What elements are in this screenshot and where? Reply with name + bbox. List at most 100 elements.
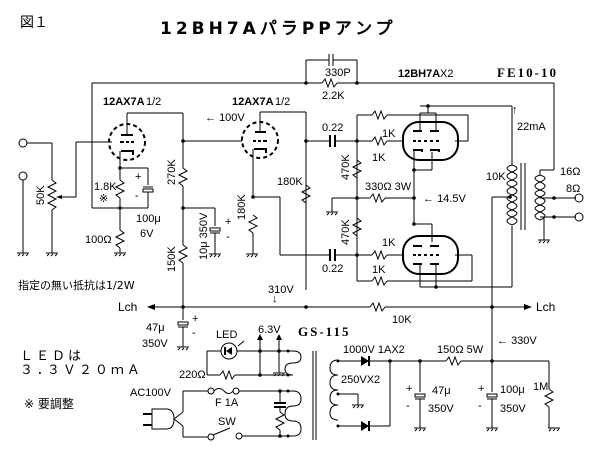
ground-icon: [114, 252, 126, 257]
plus-sign: +: [478, 383, 484, 395]
rp1-resistor: [177, 167, 189, 187]
rk1b-resistor: [114, 229, 126, 249]
nfb-res-label: 2.2K: [322, 90, 345, 102]
cdec-label: 10μ 350V: [198, 212, 210, 260]
nfb-resistor: [321, 77, 338, 89]
v1-tube-suffix: 1/2: [146, 96, 161, 108]
secondary-winding: [329, 359, 339, 421]
output-stage: 12BH7A X2 ↑ 22mA: [398, 68, 546, 289]
rg1-label: 470K: [340, 154, 352, 180]
output-transformer[interactable]: FE10-10 10K 16Ω 8Ω: [486, 65, 584, 310]
r-led-resistor: [219, 369, 236, 381]
note-resistors: 指定の無い抵抗は1/2W: [18, 278, 135, 292]
heater-winding: [284, 350, 302, 376]
c-lch-capacitor: [177, 321, 189, 326]
arrow-up-icon: [257, 334, 263, 340]
coupling-network: 0.22 0.22 470K 470K 1K 1K: [306, 109, 473, 287]
ground-icon: [46, 252, 58, 257]
speaker-terminal-gnd[interactable]: [574, 212, 584, 222]
c-lch-voltage: 350V: [142, 338, 168, 350]
ac-label: AC100V: [130, 387, 172, 399]
c-f2-capacitor: [486, 393, 498, 398]
rdec-label: 150K: [166, 246, 178, 272]
vol-label: 50K: [35, 185, 47, 205]
lch-right-label: Lch: [536, 300, 555, 314]
ground-icon: [352, 404, 364, 409]
power-switch[interactable]: [212, 427, 231, 436]
switch-label: SW: [218, 416, 236, 428]
ac-plug-icon[interactable]: [143, 408, 184, 430]
input-terminal-hot[interactable]: [18, 138, 28, 148]
rk1-label: 1.8K: [94, 181, 117, 193]
note-led-1: ＬＥＤは: [20, 349, 84, 364]
primary-winding: [284, 390, 302, 437]
ground-icon: [17, 252, 29, 257]
rgs2-label: 1K: [372, 152, 386, 164]
rg2-resistor: [351, 217, 363, 237]
rk-out-label: 330Ω 3W: [365, 181, 412, 193]
diode-label: 1000V 1AX2: [343, 344, 405, 356]
note-led-2: ３.３Ｖ２０ｍＡ: [20, 363, 143, 378]
c-f1-voltage: 350V: [428, 403, 454, 415]
c-f1-capacitor: [414, 393, 426, 398]
rg1-resistor: [351, 159, 363, 179]
volume-pot[interactable]: [46, 179, 58, 211]
ot-model: FE10-10: [497, 65, 558, 80]
ck1-capacitor: [142, 188, 154, 193]
arrow-down-icon: ↓: [272, 293, 278, 305]
output-tube-lower[interactable]: [402, 235, 459, 275]
output-tube-suffix: X2: [440, 68, 453, 80]
rp1-label: 270K: [166, 159, 178, 185]
ground-icon: [414, 427, 426, 432]
ground-icon: [246, 253, 258, 258]
fuse-label: F 1A: [215, 397, 239, 409]
minus-sign: -: [135, 190, 139, 202]
plus-sign: +: [135, 171, 141, 183]
minus-sign: -: [192, 327, 196, 339]
rgs2-resistor: [371, 135, 388, 147]
cathode-voltage: ← 14.5V: [423, 193, 466, 205]
c-f1-label: 47μ: [432, 385, 451, 397]
arrow-left-icon: [147, 304, 155, 310]
r-bleed-resistor: [543, 388, 555, 408]
v1-tube-label: 12AX7A: [103, 96, 145, 108]
output-tube-upper[interactable]: [402, 121, 459, 161]
v1-plate-voltage: ← 100V: [205, 112, 245, 124]
r-led-label: 220Ω: [179, 369, 206, 381]
stage-2: 12AX7A 1/2 180K 180K: [183, 96, 330, 290]
rgs3-label: 1K: [382, 237, 396, 249]
rgs4-resistor: [371, 275, 388, 287]
pt-model: GS-115: [298, 324, 350, 339]
plus-sign: +: [192, 313, 198, 325]
rgs3-resistor: [371, 249, 388, 261]
ground-icon: [548, 427, 560, 432]
ground-icon: [486, 427, 498, 432]
input-terminal-gnd[interactable]: [18, 171, 28, 181]
ground-icon: [326, 211, 338, 216]
ot-8-label: 8Ω: [566, 183, 580, 195]
r-filter-resistor: [445, 355, 462, 367]
fuse[interactable]: [213, 388, 234, 394]
rk1-mark: ※: [99, 193, 108, 205]
plate-current: 22mA: [517, 121, 546, 133]
nfb-network: 330P 2.2K: [92, 54, 555, 170]
rk2-resistor: [247, 214, 259, 234]
minus-sign: -: [406, 400, 410, 412]
rgs4-label: 1K: [372, 264, 386, 276]
diode-icon: [361, 421, 369, 431]
diode-icon: [361, 356, 369, 366]
note-adjust: ※ 要調整: [24, 396, 74, 411]
speaker-terminal-8ohm[interactable]: [574, 193, 584, 203]
rp2-resistor: [300, 184, 312, 204]
b-plus-line: 310V ↓ Lch 10K Lch ← 330V + - 47μ 350V: [118, 284, 555, 362]
heater-voltage: 6.3V: [258, 324, 281, 336]
b-330-voltage: ← 330V: [497, 335, 537, 347]
arrow-up-icon: [276, 334, 282, 340]
lch-left-label: Lch: [118, 300, 137, 314]
ground-icon: [209, 253, 221, 258]
rp2-label: 180K: [277, 176, 303, 188]
led-label: LED: [216, 329, 237, 341]
arrow-right-icon: [524, 304, 532, 310]
c-lch-label: 47μ: [146, 322, 165, 334]
power-supply: GS-115 LED 220Ω 6.3V AC100V: [130, 324, 555, 441]
